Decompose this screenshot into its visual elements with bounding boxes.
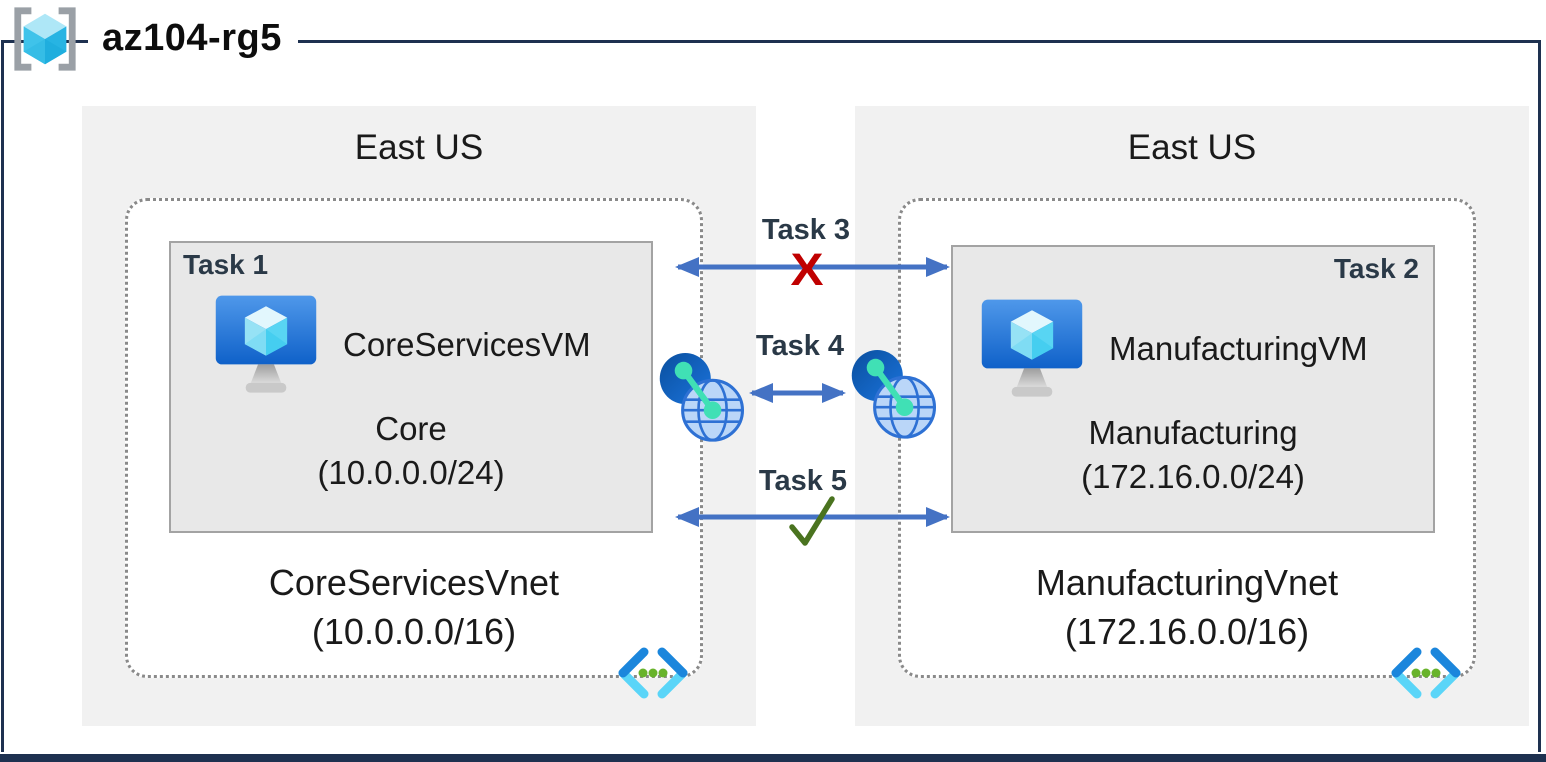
region-left: East US Task 1 — [82, 106, 756, 726]
vnet-label: ManufacturingVnet (172.16.0.0/16) — [901, 559, 1473, 657]
task1-label: Task 1 — [183, 249, 269, 280]
task2-label: Task 2 — [1333, 253, 1419, 284]
vm-manufacturing: ManufacturingVM — [979, 297, 1433, 401]
vnet-cidr: (172.16.0.0/16) — [1064, 610, 1310, 652]
region-right-location: East US — [1127, 128, 1257, 167]
region-left-location: East US — [354, 128, 484, 167]
vm-name: ManufacturingVM — [1109, 330, 1368, 367]
vnet-manufacturing: Task 2 — [898, 198, 1476, 699]
vnet-peering-icon — [851, 350, 937, 439]
subnet-manufacturing: Task 2 — [951, 245, 1435, 533]
region-right: East US Task 2 — [855, 106, 1529, 726]
vnet-coreservices: Task 1 — [125, 198, 703, 699]
task4-label: Task 4 — [755, 330, 845, 362]
virtual-network-icon — [1391, 647, 1461, 699]
vnet-label: CoreServicesVnet (10.0.0.0/16) — [128, 559, 700, 657]
resource-group-title: az104-rg5 — [88, 8, 298, 70]
task3-label: Task 3 — [761, 214, 851, 246]
subnet-name: Core — [375, 410, 447, 447]
vm-name: CoreServicesVM — [343, 326, 591, 363]
x-mark-icon: X — [790, 244, 824, 295]
virtual-network-icon — [618, 647, 688, 699]
check-mark-icon — [789, 496, 835, 546]
frame-bottom-bar — [0, 754, 1546, 762]
subnet-core: Task 1 — [169, 241, 653, 533]
subnet-cidr: (10.0.0.0/24) — [317, 453, 505, 491]
vnet-name: CoreServicesVnet — [268, 562, 560, 603]
resource-group-icon — [14, 7, 76, 71]
subnet-name: Manufacturing — [1088, 414, 1298, 451]
task5-label: Task 5 — [758, 465, 848, 497]
resource-group-header: az104-rg5 — [6, 4, 298, 74]
vnet-peering-icon — [659, 353, 745, 442]
resource-group-frame — [1, 40, 1541, 752]
virtual-machine-icon — [215, 295, 317, 393]
virtual-machine-icon — [981, 299, 1083, 397]
vnet-name: ManufacturingVnet — [1035, 562, 1339, 603]
vm-coreservices: CoreServicesVM — [213, 293, 651, 397]
vnet-cidr: (10.0.0.0/16) — [311, 610, 517, 652]
subnet-cidr: (172.16.0.0/24) — [1081, 457, 1305, 495]
